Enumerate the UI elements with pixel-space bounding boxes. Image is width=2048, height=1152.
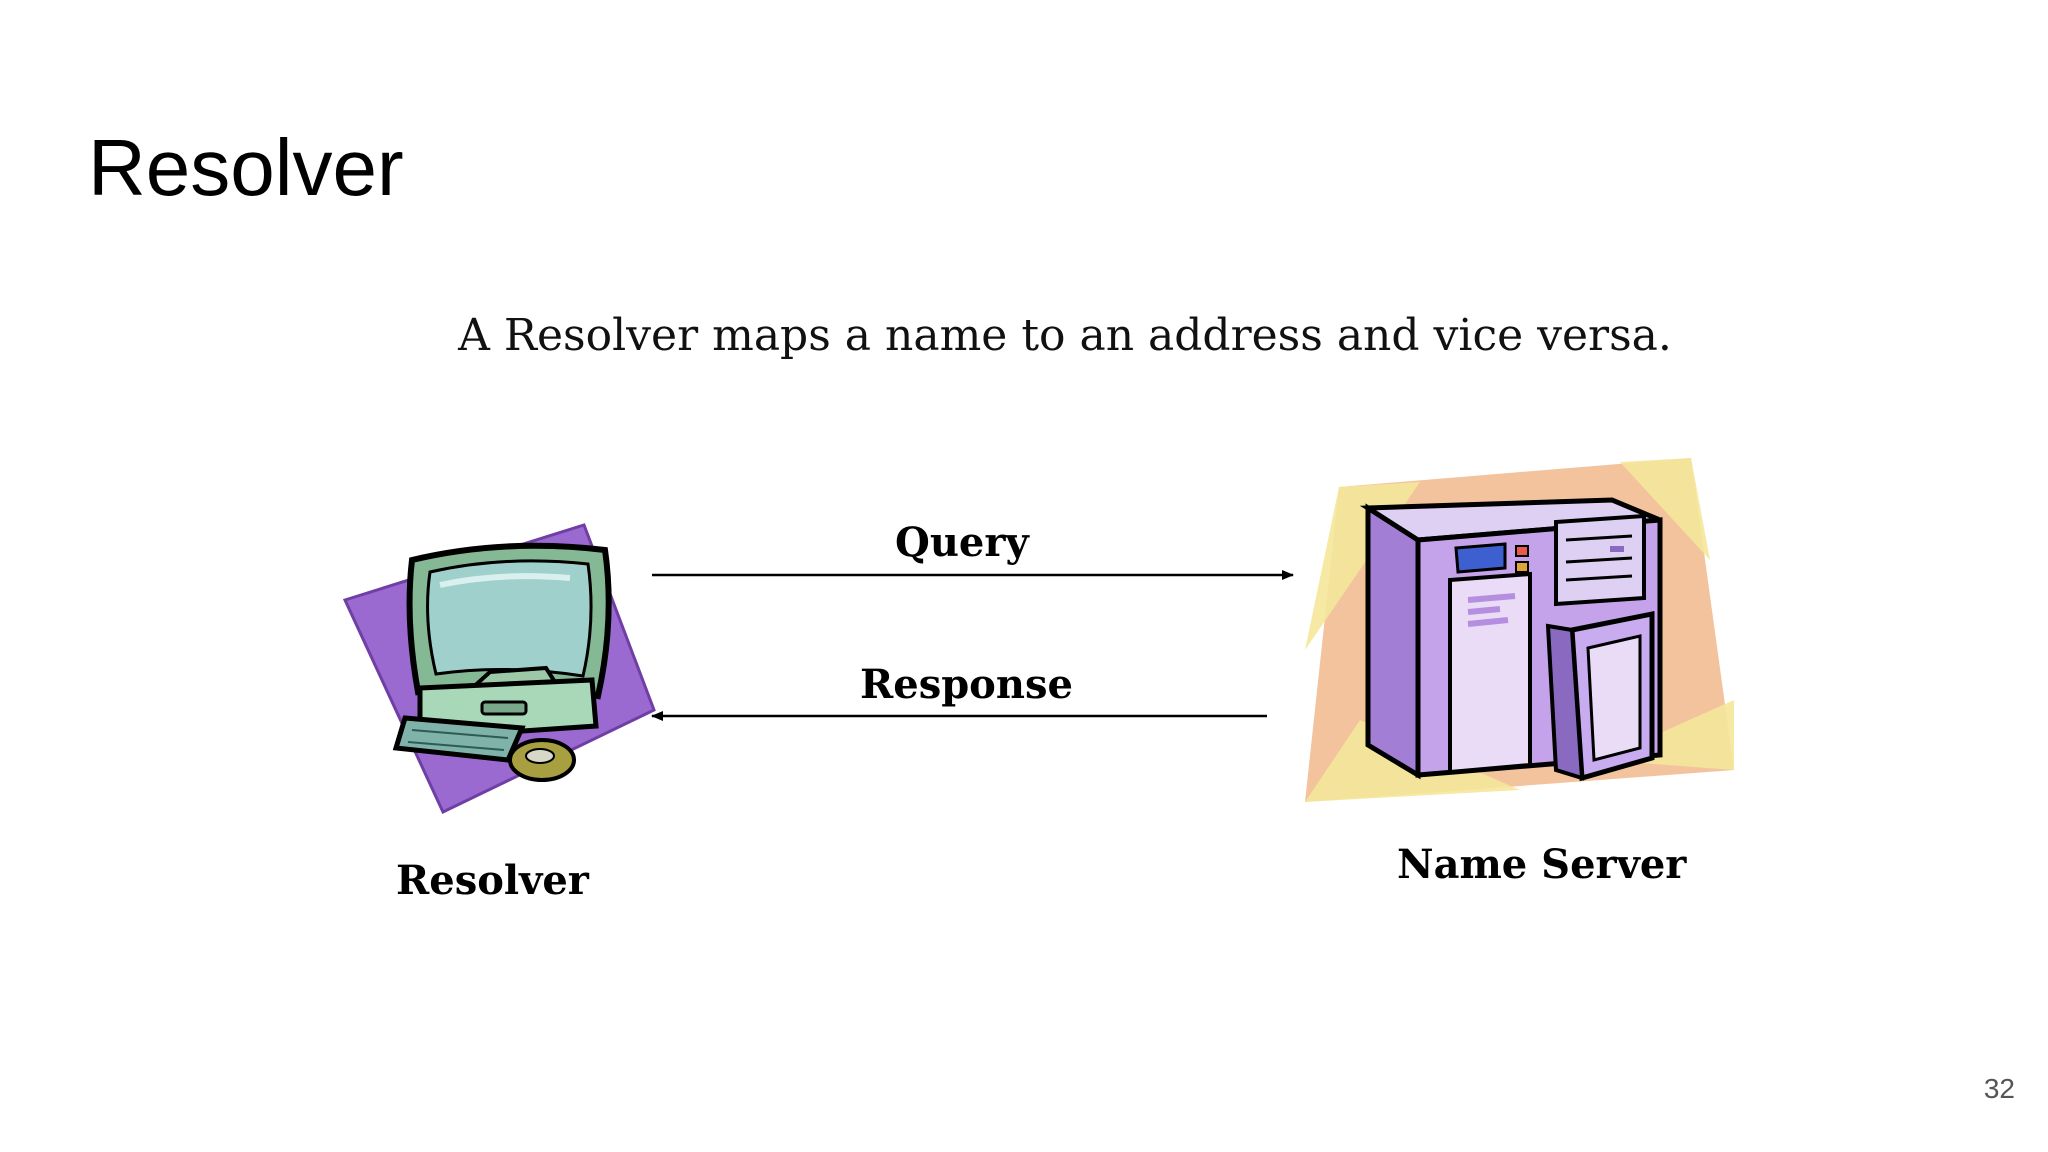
response-label: Response: [860, 661, 1073, 708]
server-cabinet-icon: [1305, 458, 1734, 802]
query-label: Query: [895, 519, 1029, 566]
resolver-label: Resolver: [396, 857, 589, 904]
page-number: 32: [1983, 1073, 2015, 1104]
name-server-label: Name Server: [1397, 841, 1687, 888]
slide-title: Resolver: [88, 123, 404, 212]
desktop-computer-icon: [342, 523, 656, 815]
slide-subtitle: A Resolver maps a name to an address and…: [458, 310, 1672, 361]
